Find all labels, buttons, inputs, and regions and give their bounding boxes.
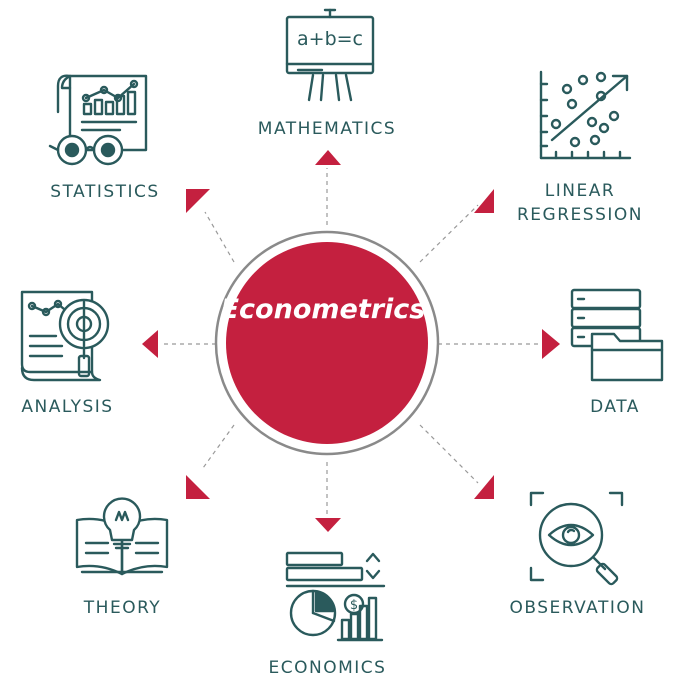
finance-charts-icon: $ xyxy=(285,551,386,642)
label-observation: OBSERVATION xyxy=(509,598,646,618)
connector-theory xyxy=(202,424,235,469)
arrow-statistics xyxy=(186,189,210,213)
label-linear-regression-line1: LINEAR xyxy=(544,181,616,201)
center-hub xyxy=(214,230,440,456)
connector-observation xyxy=(419,424,479,484)
blackboard-icon xyxy=(285,8,375,102)
report-glasses-icon xyxy=(48,74,148,166)
idea-book-icon xyxy=(75,497,169,576)
label-linear-regression-line2: REGRESSION xyxy=(517,205,643,225)
center-title: Econometrics xyxy=(220,294,426,325)
connectors xyxy=(160,168,538,515)
eye-magnifier-icon xyxy=(529,491,624,586)
label-mathematics: MATHEMATICS xyxy=(257,119,397,139)
arrow-mathematics xyxy=(315,150,341,165)
label-economics: ECONOMICS xyxy=(268,658,387,678)
server-folder-icon xyxy=(570,288,664,382)
label-data: DATA xyxy=(590,397,640,417)
arrow-linear-regression xyxy=(474,189,494,213)
arrowheads xyxy=(142,150,560,532)
svg-text:$: $ xyxy=(350,598,358,613)
arrow-data xyxy=(542,329,560,359)
connector-linear-regression xyxy=(419,204,479,263)
label-statistics: STATISTICS xyxy=(50,182,160,202)
document-magnifier-icon xyxy=(20,290,110,382)
arrow-observation xyxy=(474,475,494,499)
connector-statistics xyxy=(204,211,235,263)
label-theory: THEORY xyxy=(83,598,162,618)
label-analysis: ANALYSIS xyxy=(21,397,114,417)
blackboard-formula: a+b=c xyxy=(297,28,363,50)
arrow-theory xyxy=(186,475,210,499)
scatter-plot-icon xyxy=(539,70,632,160)
arrow-economics xyxy=(315,518,341,532)
center-disc xyxy=(226,242,428,444)
arrow-analysis xyxy=(142,330,158,358)
